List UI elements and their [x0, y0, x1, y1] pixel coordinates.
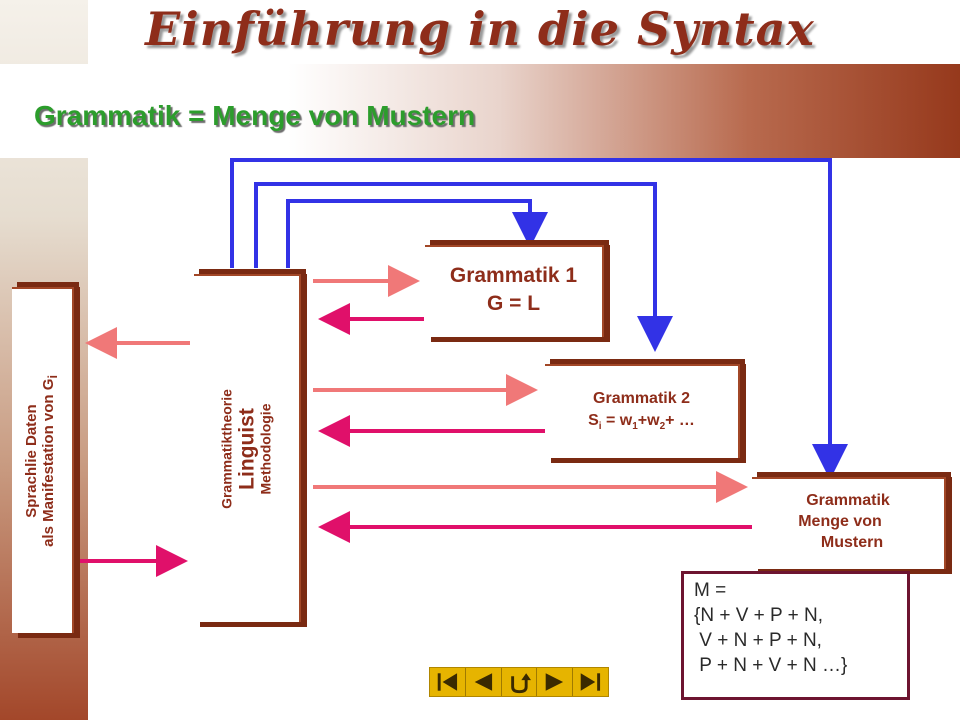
- previous-slide-button[interactable]: [466, 668, 502, 696]
- data-box-subscript: i: [45, 375, 60, 379]
- return-button[interactable]: [502, 668, 538, 696]
- next-icon: [546, 673, 564, 691]
- first-icon: [437, 673, 458, 691]
- grammar2-box: Grammatik 2 Si = w1+w2+ …: [545, 364, 740, 458]
- grammar3-line1: Grammatik: [806, 492, 890, 509]
- grammar2-formula-w1-sub: 1: [632, 421, 638, 433]
- pattern-set-line2: {N + V + P + N,: [694, 605, 824, 626]
- pattern-set-line1: M =: [694, 580, 727, 601]
- page-title: Grammatik = Menge von Mustern: [34, 100, 476, 131]
- grammar3-line3: Mustern: [820, 534, 884, 551]
- pattern-set-box: M = {N + V + P + N, V + N + P + N, P + N…: [681, 571, 910, 700]
- grammar2-formula-s: S: [588, 412, 599, 429]
- return-icon: [510, 673, 531, 694]
- data-box: Sprachlie Daten als Manifestation von Gi: [12, 287, 74, 633]
- data-box-text: Sprachlie Daten als Manifestation von Gi: [23, 375, 60, 547]
- grammar3-line2: Menge von: [798, 513, 882, 530]
- pattern-set-line4: P + N + V + N …}: [694, 655, 848, 676]
- linguist-top-label: Grammatiktheorie: [218, 389, 235, 509]
- previous-icon: [474, 673, 492, 691]
- grammar2-formula-w2-sub: 2: [659, 421, 666, 433]
- next-slide-button[interactable]: [537, 668, 574, 696]
- grammar2-formula-eq: = w: [601, 412, 633, 429]
- data-box-line2: als Manifestation von Gi: [39, 375, 60, 547]
- data-box-line2-text: als Manifestation von G: [39, 378, 57, 547]
- last-icon: [580, 673, 601, 691]
- grammar1-formula: G = L: [486, 292, 541, 315]
- grammar1-box: Grammatik 1 G = L: [425, 245, 604, 337]
- feedback-line-grammar1: [286, 199, 548, 268]
- header-title: Einführung in die Syntax: [145, 2, 815, 56]
- grammar2-formula-s-sub: i: [598, 421, 602, 433]
- feedback-line-grammar2: [254, 182, 673, 352]
- linguist-main-label: Linguist: [234, 408, 258, 490]
- last-slide-button[interactable]: [573, 668, 608, 696]
- linguist-bottom-label: Methodologie: [257, 403, 274, 495]
- feedback-line-grammar3: [230, 158, 848, 480]
- linguist-box-text: Grammatiktheorie Linguist Methodologie: [218, 389, 274, 509]
- grammar2-title: Grammatik 2: [593, 390, 690, 407]
- data-box-line1: Sprachlie Daten: [23, 404, 41, 518]
- grammar2-formula-plus: +w: [637, 412, 660, 429]
- grammar3-box: Grammatik Menge von Mustern: [752, 477, 946, 569]
- slide-navigation: [429, 667, 609, 697]
- grammar1-title: Grammatik 1: [449, 264, 578, 287]
- pattern-set-line3: V + N + P + N,: [694, 630, 822, 651]
- first-slide-button[interactable]: [430, 668, 466, 696]
- linguist-box: Grammatiktheorie Linguist Methodologie: [194, 274, 301, 622]
- grammar2-formula: Si = w1+w2+ …: [545, 412, 738, 432]
- grammar2-formula-end: + …: [665, 412, 695, 429]
- top-decor-band: [0, 64, 960, 158]
